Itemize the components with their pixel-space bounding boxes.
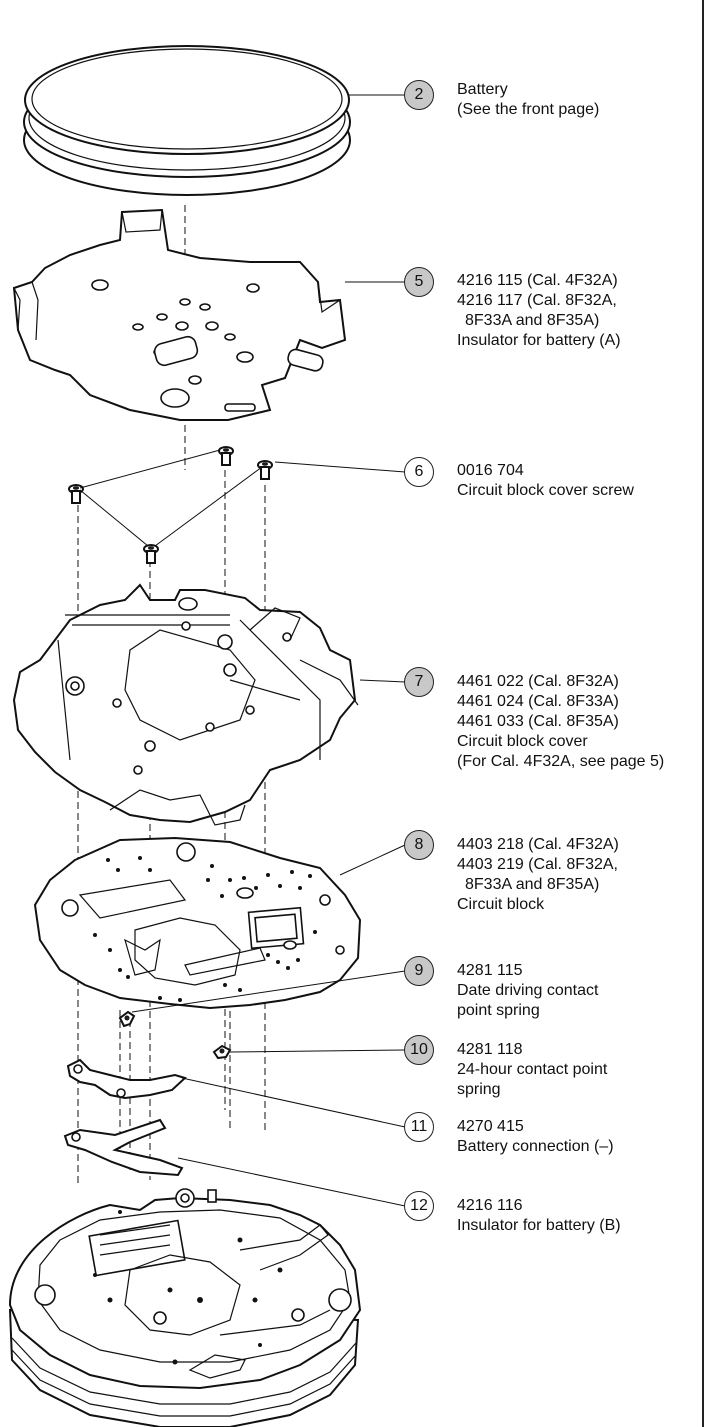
circuit-block-cover-part [12, 583, 359, 826]
label-line: Insulator for battery (B) [457, 1217, 621, 1234]
part-label-11: 4270 415 Battery connection (–) [457, 1117, 614, 1157]
label-line: Circuit block cover screw [457, 482, 634, 499]
label-line: Insulator for battery (A) [457, 332, 621, 349]
label-line: Date driving contact [457, 982, 599, 999]
contact-springs-part [118, 1010, 232, 1060]
label-line: point spring [457, 1002, 540, 1019]
callout-12: 12 [404, 1191, 434, 1221]
part-label-10: 4281 118 24-hour contact point spring [457, 1040, 607, 1100]
label-line: 4461 033 (Cal. 8F35A) [457, 713, 619, 730]
label-line: 24-hour contact point [457, 1061, 608, 1078]
callout-8: 8 [404, 830, 434, 860]
part-label-9: 4281 115 Date driving contact point spri… [457, 961, 598, 1021]
callout-5: 5 [404, 267, 434, 297]
label-line: 4461 024 (Cal. 8F33A) [457, 693, 619, 710]
callout-7: 7 [404, 667, 434, 697]
callout-10: 10 [404, 1035, 434, 1065]
leader-lines [131, 94, 406, 1207]
label-line: 4281 118 [457, 1041, 523, 1058]
label-line: (See the front page) [457, 101, 600, 118]
part-label-5: 4216 115 (Cal. 4F32A) 4216 117 (Cal. 8F3… [457, 271, 621, 351]
insulator-b-part [63, 1118, 184, 1177]
movement-base-part [8, 1188, 362, 1427]
part-label-6: 0016 704 Circuit block cover screw [457, 461, 634, 501]
battery-part [23, 45, 351, 196]
label-line: 4216 117 (Cal. 8F32A, [457, 292, 617, 309]
insulator-a-part [12, 208, 347, 421]
part-label-2: Battery (See the front page) [457, 80, 599, 120]
label-line: 0016 704 [457, 462, 524, 479]
label-line: (For Cal. 4F32A, see page 5) [457, 753, 665, 770]
page-right-border [702, 0, 704, 1427]
callout-11: 11 [404, 1112, 434, 1142]
label-line: spring [457, 1081, 501, 1098]
label-line: Circuit block [457, 896, 545, 913]
label-line: 4216 116 [457, 1197, 523, 1214]
label-line: Battery connection (–) [457, 1138, 614, 1155]
part-label-8: 4403 218 (Cal. 4F32A) 4403 219 (Cal. 8F3… [457, 835, 619, 915]
part-label-7: 4461 022 (Cal. 8F32A) 4461 024 (Cal. 8F3… [457, 672, 664, 772]
battery-connection-part [66, 1058, 187, 1100]
circuit-block-part [33, 836, 362, 1010]
callout-6: 6 [404, 457, 434, 487]
label-line: Circuit block cover [457, 733, 588, 750]
part-label-12: 4216 116 Insulator for battery (B) [457, 1196, 621, 1236]
label-line: 4403 218 (Cal. 4F32A) [457, 836, 619, 853]
label-line: 4461 022 (Cal. 8F32A) [457, 673, 619, 690]
label-line: 8F33A and 8F35A) [465, 312, 600, 329]
label-line: 4270 415 [457, 1118, 524, 1135]
label-line: 4281 115 [457, 962, 523, 979]
screws-part [68, 446, 273, 564]
callout-9: 9 [404, 956, 434, 986]
callout-2: 2 [404, 80, 434, 110]
label-line: Battery [457, 81, 508, 98]
label-line: 4403 219 (Cal. 8F32A, [457, 856, 618, 873]
label-line: 4216 115 (Cal. 4F32A) [457, 272, 618, 289]
label-line: 8F33A and 8F35A) [465, 876, 600, 893]
